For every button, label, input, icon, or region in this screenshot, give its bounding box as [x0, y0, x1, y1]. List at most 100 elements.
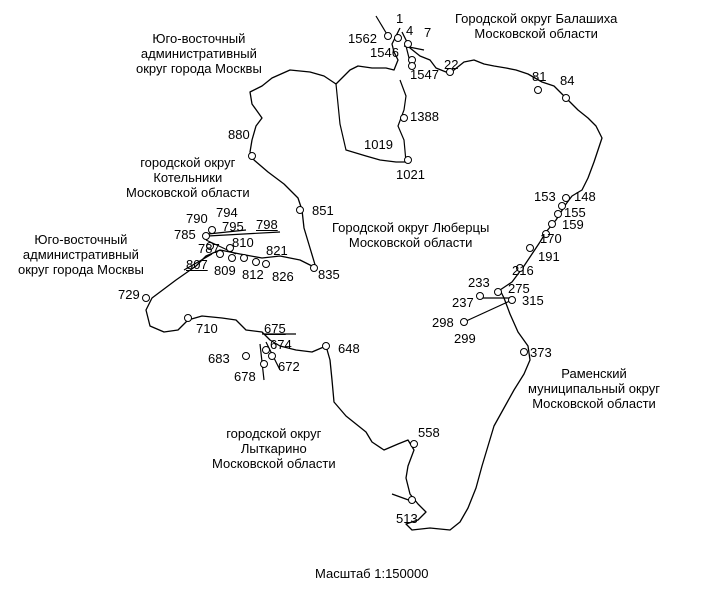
point-label: 1547	[410, 67, 439, 82]
point-marker	[268, 352, 276, 360]
point-label: 1021	[396, 167, 425, 182]
point-label: 851	[312, 203, 334, 218]
point-marker	[516, 264, 524, 272]
spur-line	[207, 229, 247, 235]
point-marker	[554, 210, 562, 218]
point-label: 809	[214, 263, 236, 278]
point-marker	[310, 264, 318, 272]
point-marker	[558, 202, 566, 210]
point-label: 787	[198, 241, 220, 256]
point-marker	[216, 250, 224, 258]
point-marker	[404, 156, 412, 164]
point-marker	[262, 260, 270, 268]
point-label: 22	[444, 57, 459, 72]
point-label: 795	[222, 219, 244, 234]
point-label: 153	[534, 189, 556, 204]
point-label: 821	[266, 243, 288, 258]
point-marker	[240, 254, 248, 262]
district-boundary	[145, 27, 603, 531]
point-label: 1562	[348, 31, 377, 46]
point-label: 155	[564, 205, 586, 220]
point-label: 710	[196, 321, 218, 336]
point-label: 1546	[370, 45, 399, 60]
point-marker	[408, 496, 416, 504]
point-marker	[184, 314, 192, 322]
point-marker	[228, 254, 236, 262]
point-label: 835	[318, 267, 340, 282]
point-marker	[262, 346, 270, 354]
point-label: 1019	[364, 137, 393, 152]
point-label: 148	[574, 189, 596, 204]
point-label: 513	[396, 511, 418, 526]
point-marker	[400, 114, 408, 122]
point-label: 298	[432, 315, 454, 330]
point-label: 159	[562, 217, 584, 232]
point-marker	[384, 32, 392, 40]
point-label: 729	[118, 287, 140, 302]
point-label: 785	[174, 227, 196, 242]
point-label: 299	[454, 331, 476, 346]
point-marker	[520, 348, 528, 356]
point-label: 275	[508, 281, 530, 296]
point-marker	[476, 292, 484, 300]
point-label: 4	[406, 23, 414, 38]
point-marker	[494, 288, 502, 296]
point-label: 683	[208, 351, 230, 366]
point-markers	[142, 32, 570, 504]
point-label: 790	[186, 211, 208, 226]
point-marker	[542, 230, 550, 238]
point-label: 7	[424, 25, 432, 40]
point-marker	[548, 220, 556, 228]
point-label: 678	[234, 369, 256, 384]
point-label: 216	[512, 263, 534, 278]
point-label: 672	[278, 359, 300, 374]
point-marker	[410, 440, 418, 448]
map-scale: Масштаб 1:150000	[315, 566, 429, 581]
point-label: 674	[270, 337, 292, 352]
point-marker	[242, 352, 250, 360]
point-marker	[248, 152, 256, 160]
point-marker	[394, 34, 402, 42]
point-marker	[508, 296, 516, 304]
point-marker	[296, 206, 304, 214]
point-label: 812	[242, 267, 264, 282]
point-marker	[446, 68, 454, 76]
point-marker	[252, 258, 260, 266]
point-marker	[226, 244, 234, 252]
spur-line	[207, 231, 281, 237]
point-marker	[142, 294, 150, 302]
point-marker	[322, 342, 330, 350]
point-marker	[526, 244, 534, 252]
point-label: 826	[272, 269, 294, 284]
point-label: 233	[468, 275, 490, 290]
point-label: 315	[522, 293, 544, 308]
point-marker	[202, 232, 210, 240]
point-marker	[206, 242, 214, 250]
point-label: 81	[532, 69, 547, 84]
point-label: 1388	[410, 109, 439, 124]
point-label: 675	[264, 321, 286, 336]
point-label: 807	[186, 257, 208, 272]
inner-boundary	[335, 83, 408, 163]
point-marker	[562, 194, 570, 202]
point-marker	[460, 318, 468, 326]
point-label: 237	[452, 295, 474, 310]
point-label: 191	[538, 249, 560, 264]
point-label: 558	[418, 425, 440, 440]
point-marker	[404, 40, 412, 48]
point-marker	[208, 226, 216, 234]
point-marker	[534, 86, 542, 94]
point-label: 1	[396, 11, 404, 26]
point-label: 810	[232, 235, 254, 250]
spur-line	[183, 253, 213, 271]
point-label: 798	[256, 217, 278, 232]
point-label: 170	[540, 231, 562, 246]
point-label: 794	[216, 205, 238, 220]
point-label: 648	[338, 341, 360, 356]
spur-line	[463, 299, 513, 323]
